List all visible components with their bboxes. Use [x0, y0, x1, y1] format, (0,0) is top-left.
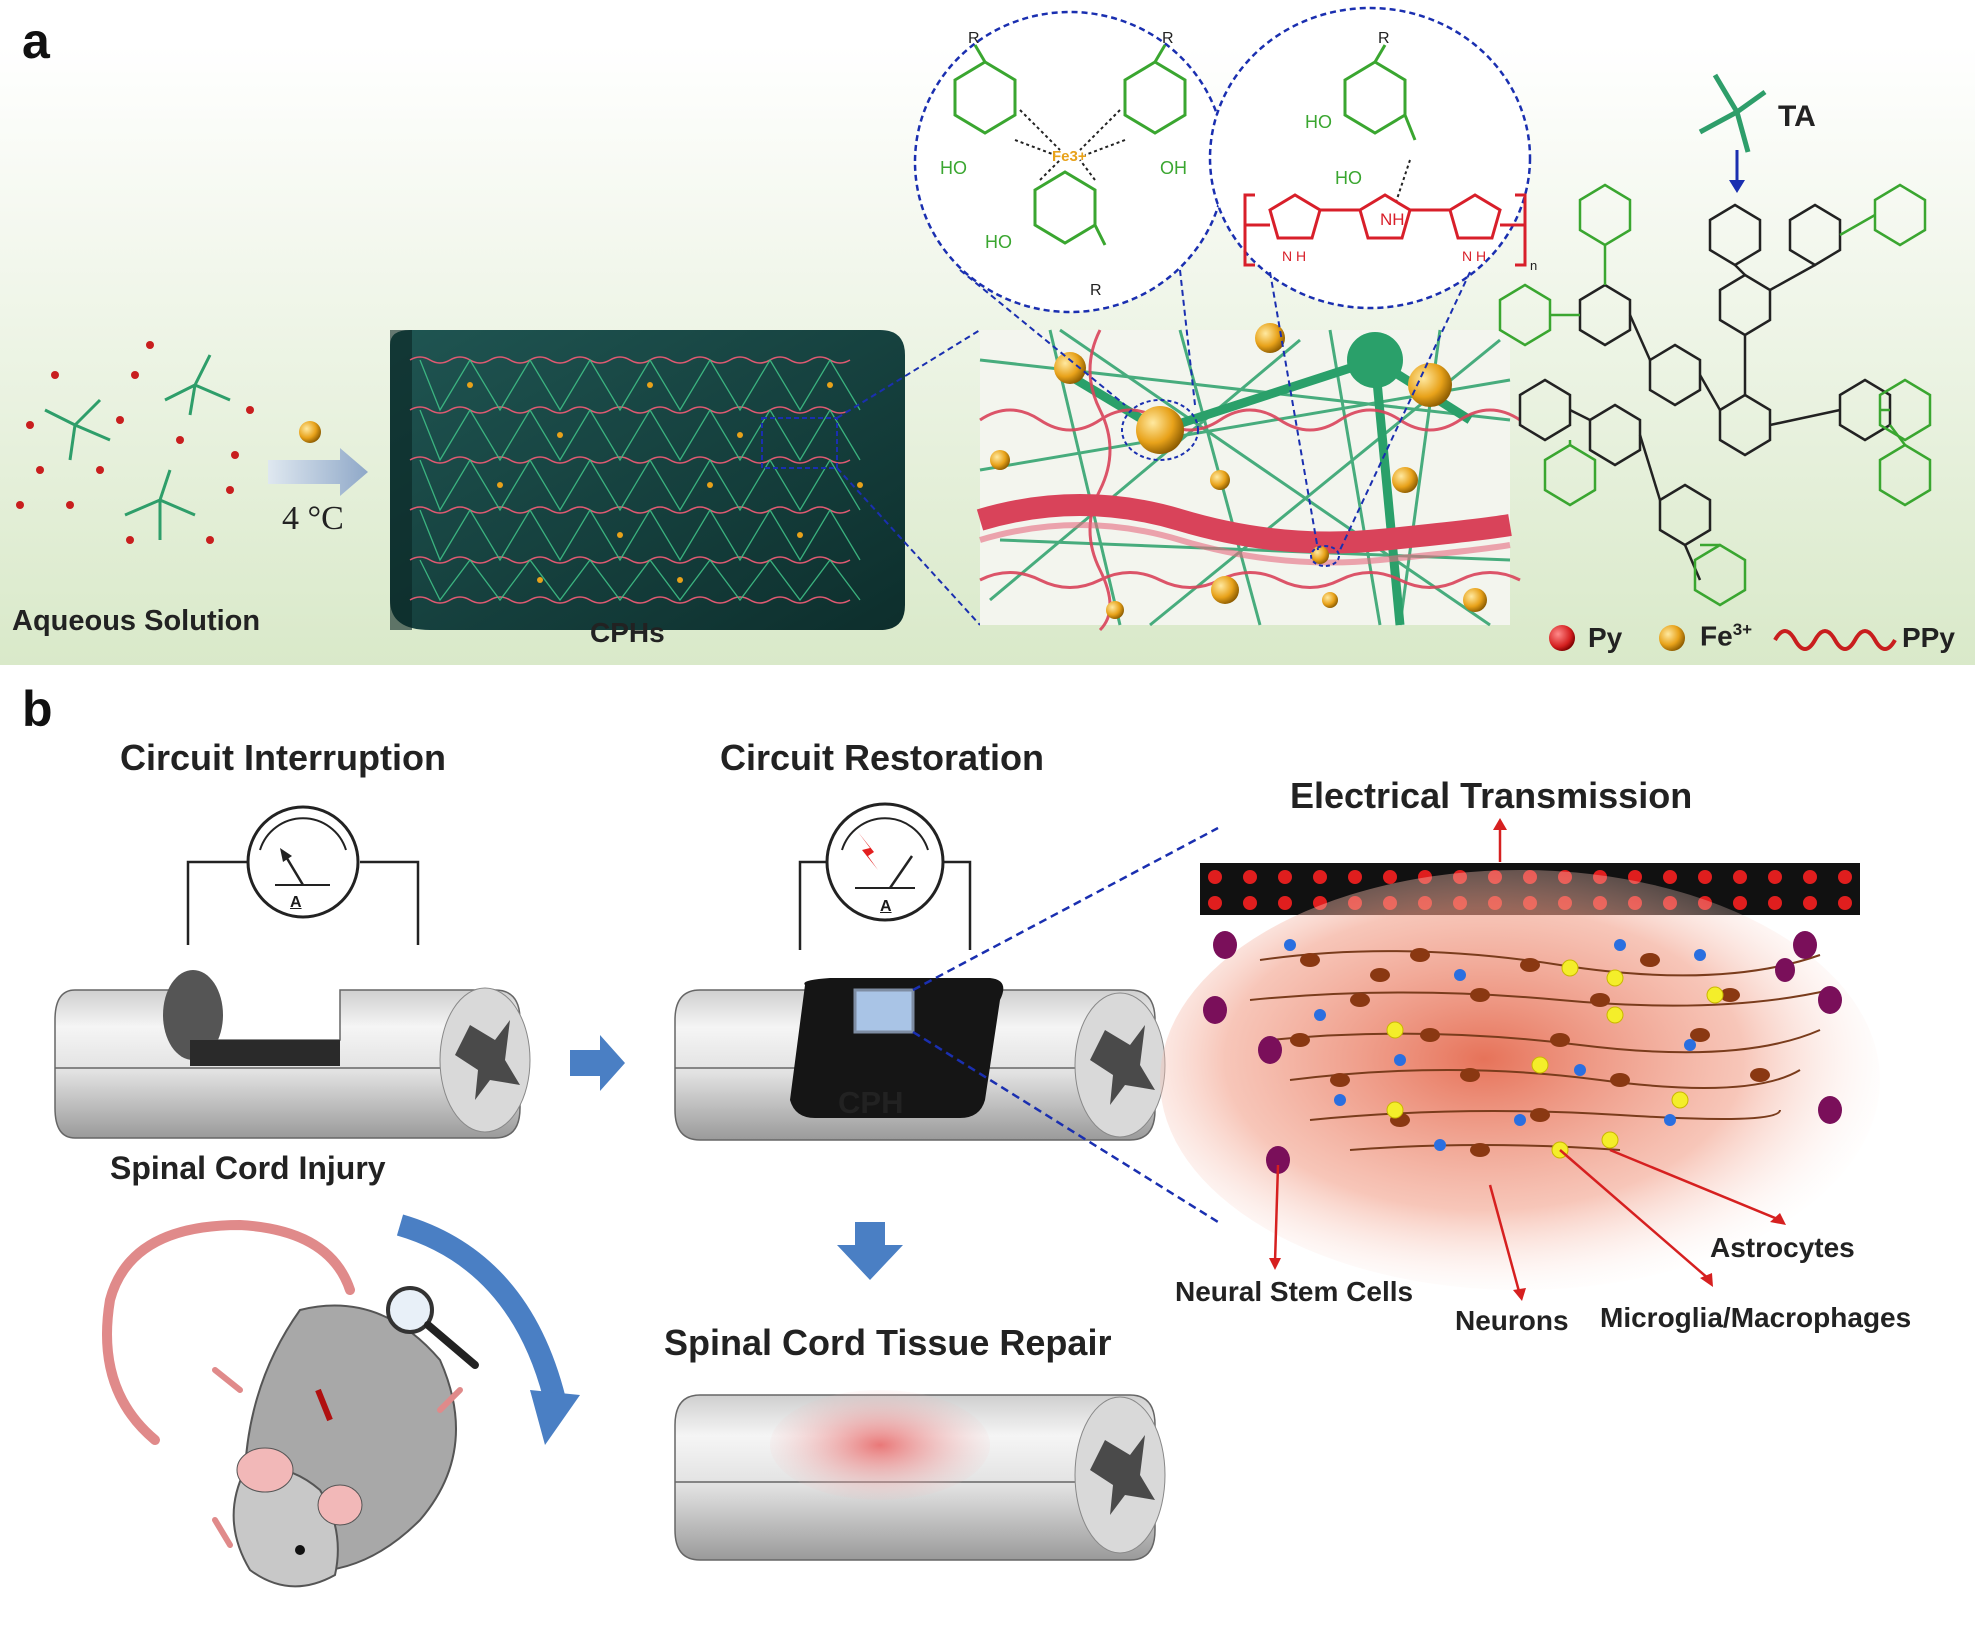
chem-r-label: R: [1378, 30, 1390, 47]
ammeter-a-label: A: [880, 898, 892, 915]
cphs-label: CPHs: [590, 617, 665, 648]
process-arrow: [268, 448, 368, 496]
chem-ho-label: HO: [1305, 112, 1332, 132]
magnifier-icon: [386, 1286, 434, 1334]
lightning-icon: [858, 832, 878, 870]
chem-nh-label: N H: [1282, 248, 1307, 264]
chem-ho-label: HO: [1335, 168, 1362, 188]
chem-ho-label: HO: [940, 158, 967, 178]
legend-fe-ball: [1659, 625, 1685, 651]
chem-oh-label: OH: [1160, 158, 1187, 178]
rat-illustration: [102, 1214, 580, 1588]
tannic-acid-structure: [1498, 183, 1932, 607]
tissue-repair-title: Spinal Cord Tissue Repair: [664, 1322, 1112, 1363]
chem-r-label: R: [1090, 282, 1102, 299]
chem-r-label: R: [968, 30, 980, 47]
arrow-down: [837, 1222, 903, 1280]
legend-fe-label: Fe3+: [1700, 620, 1753, 652]
fe-ion-ball: [299, 421, 321, 443]
chem-ho-label: HO: [985, 232, 1012, 252]
astrocytes-label: Astrocytes: [1710, 1232, 1855, 1263]
circuit-interruption-title: Circuit Interruption: [120, 737, 446, 778]
ta-molecule-icon: [1698, 73, 1767, 153]
chem-fe-label: Fe3+: [1052, 148, 1087, 165]
legend-py-ball: [1549, 625, 1575, 651]
neurons-label: Neurons: [1455, 1305, 1569, 1336]
chem-r-label: R: [1162, 30, 1174, 47]
chem-nh-label: N H: [1462, 248, 1487, 264]
cph-patch: [853, 988, 915, 1034]
panel-a-letter: a: [22, 13, 50, 69]
legend-py-label: Py: [1588, 622, 1623, 653]
cph-label: CPH: [838, 1085, 904, 1120]
microglia-label: Microglia/Macrophages: [1600, 1302, 1912, 1333]
ammeter-right: [798, 802, 972, 950]
legend-ppy-label: PPy: [1902, 622, 1955, 653]
cphs-hydrogel-block: [390, 330, 905, 630]
spinal-cord-injury-label: Spinal Cord Injury: [110, 1150, 386, 1186]
electrical-transmission-panel: [1160, 818, 1880, 1301]
aqueous-solution-molecules: [16, 341, 254, 544]
spinal-cord-injured: [54, 970, 531, 1139]
spinal-cord-with-cph: [674, 978, 1166, 1141]
panel-b-letter: b: [22, 681, 53, 737]
chem-n-subscript: n: [1530, 258, 1538, 273]
arrow-right: [570, 1035, 625, 1091]
legend-ppy-wave: [1773, 629, 1897, 651]
ammeter-left: [186, 805, 420, 945]
temperature-label: 4 °C: [282, 500, 344, 537]
network-zoom: [976, 323, 1521, 632]
ammeter-a-label: A: [290, 894, 302, 911]
spinal-cord-repaired: [674, 1390, 1166, 1561]
chem-nh-label: NH: [1380, 210, 1405, 229]
electrical-transmission-title: Electrical Transmission: [1290, 775, 1693, 816]
aqueous-solution-label: Aqueous Solution: [12, 605, 261, 637]
circuit-restoration-title: Circuit Restoration: [720, 737, 1045, 778]
neural-stem-cells-label: Neural Stem Cells: [1175, 1276, 1414, 1307]
chem-circle-right: [1208, 6, 1532, 551]
ta-label: TA: [1778, 100, 1816, 133]
